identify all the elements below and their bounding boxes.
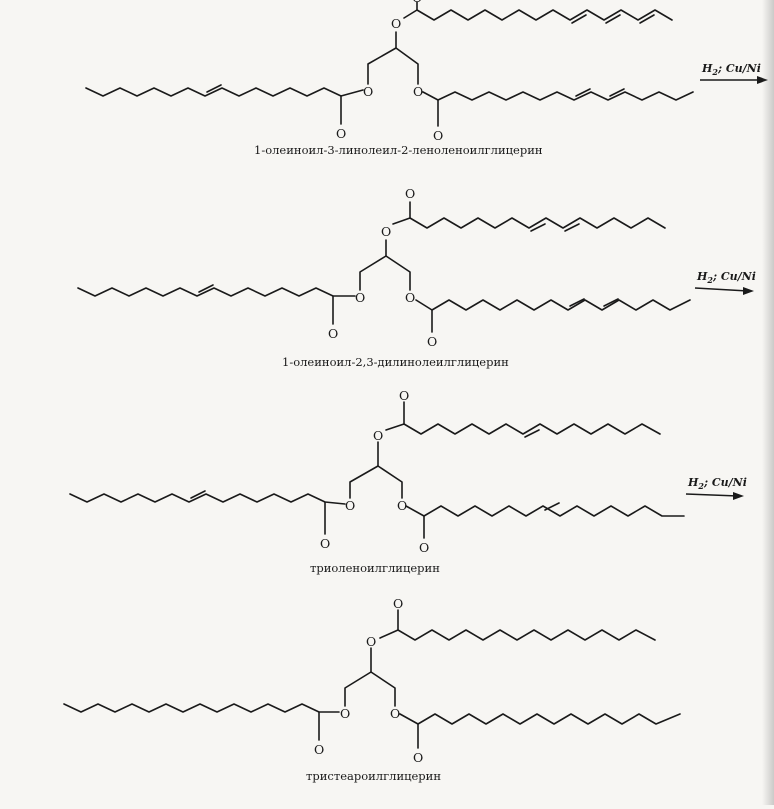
reaction-arrow-2: H2; Cu/Ni: [694, 270, 756, 295]
arrow-line: [694, 287, 749, 292]
acyl-chain-sn3-3: [405, 505, 685, 517]
molecule-4: O O O O O O тристеароилглицерин: [63, 596, 681, 783]
acyl-chain-sn2-2: [392, 217, 666, 229]
double-bond-sn1-1: [206, 84, 222, 93]
oxygen-label: O: [320, 536, 330, 551]
double-bond-sn1-2: [198, 284, 214, 293]
oxygen-label: O: [393, 596, 403, 611]
double-bond-sn2-1c: [639, 14, 655, 24]
double-bond-sn3-1b: [609, 88, 625, 97]
molecule-1-name: 1-олеиноил-3-линолеил-2-леноленоилглицер…: [254, 143, 543, 157]
oxygen-label: O: [433, 128, 443, 143]
acyl-chain-sn3-2: [415, 299, 691, 311]
molecule-1: O O O O O O 1-олеиноил-3-линолеил-2-лено…: [85, 0, 694, 157]
oxygen-label: O: [355, 290, 365, 305]
glycerol-backbone-4: [344, 671, 396, 707]
oxygen-label: O: [345, 498, 355, 513]
molecule-2: O O O O O O 1-олеиноил-2,3-дилинолеилгли…: [77, 186, 691, 369]
arrow-head: [733, 492, 744, 500]
double-bond-sn3-2b: [603, 298, 619, 307]
double-bond-sn2-1a: [571, 14, 587, 24]
double-bond-sn2-3: [524, 429, 540, 438]
reaction-arrow-1: H2; Cu/Ni: [700, 62, 768, 84]
arrow-head: [757, 76, 768, 84]
acyl-chain-sn3-1: [422, 91, 694, 101]
oxygen-label: O: [373, 428, 383, 443]
page-edge-shadow: [762, 0, 774, 805]
double-bond-sn2-1b: [605, 14, 621, 24]
oxygen-label: O: [363, 84, 373, 99]
oxygen-label: O: [413, 84, 423, 99]
acyl-chain-sn1-3: [69, 493, 346, 505]
oxygen-label: O: [412, 0, 422, 5]
acyl-chain-sn2-3: [385, 423, 661, 435]
oxygen-label: O: [366, 634, 376, 649]
reagent-label: H2; Cu/Ni: [696, 270, 756, 285]
oxygen-label: O: [427, 334, 437, 349]
oxygen-label: O: [314, 742, 324, 757]
glycerol-backbone-3: [349, 465, 403, 499]
molecule-3-name: триоленоилглицерин: [310, 561, 440, 575]
double-bond-sn2-2b: [564, 223, 580, 232]
molecule-4-name: тристеароилглицерин: [306, 769, 441, 783]
double-bond-sn3-1a: [575, 88, 591, 97]
molecule-2-name: 1-олеиноил-2,3-дилинолеилглицерин: [282, 355, 509, 369]
oxygen-label: O: [390, 706, 400, 721]
oxygen-label: O: [405, 290, 415, 305]
glycerol-backbone-2: [359, 255, 411, 291]
oxygen-label: O: [336, 126, 346, 141]
glycerol-backbone-1: [367, 47, 419, 85]
oxygen-label: O: [399, 388, 409, 403]
arrow-line: [685, 493, 739, 497]
oxygen-label: O: [381, 224, 391, 239]
oxygen-label: O: [405, 186, 415, 201]
double-bond-sn3-2a: [569, 298, 585, 307]
oxygen-label: O: [328, 326, 338, 341]
double-bond-sn2-2a: [530, 223, 546, 232]
reagent-label: H2; Cu/Ni: [687, 476, 747, 491]
acyl-chain-sn3-4: [399, 713, 681, 725]
reagent-label: H2; Cu/Ni: [701, 62, 761, 77]
reaction-arrow-3: H2; Cu/Ni: [685, 476, 747, 500]
oxygen-label: O: [391, 16, 401, 31]
double-bond-sn1-3: [190, 490, 206, 499]
acyl-chain-sn2-1: [403, 9, 673, 21]
acyl-chain-sn1-1: [85, 87, 364, 97]
arrow-head: [743, 287, 754, 295]
acyl-chain-sn2-4: [379, 629, 656, 641]
molecule-3: O O O O O O триоленоилглицерин: [69, 388, 685, 575]
oxygen-label: O: [419, 540, 429, 555]
oxygen-label: O: [397, 498, 407, 513]
acyl-chain-sn1-2: [77, 287, 356, 297]
oxygen-label: O: [340, 706, 350, 721]
oxygen-label: O: [413, 750, 423, 765]
acyl-chain-sn1-4: [63, 703, 340, 713]
double-bond-sn3-3: [544, 502, 560, 511]
